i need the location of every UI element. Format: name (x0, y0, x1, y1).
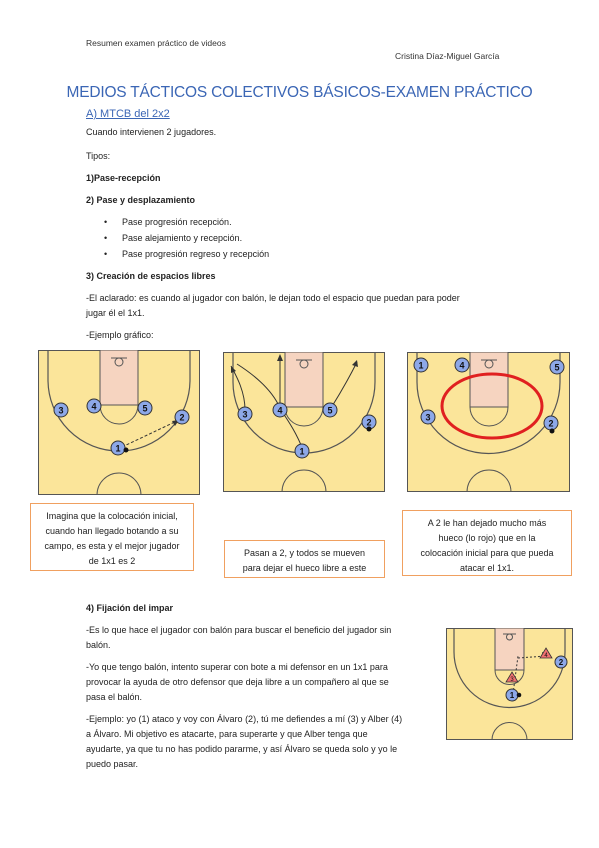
player-label: 3 (510, 677, 514, 683)
player-marker (237, 406, 253, 422)
player-label: 1 (510, 691, 515, 700)
note-box-1: Imagina que la colocación inicial, cuand… (30, 503, 194, 571)
tipos-label: Tipos: (86, 151, 111, 161)
player-marker (53, 402, 69, 418)
note-line: hueco (lo rojo) que en la (438, 533, 536, 543)
item-4: 4) Fijación del impar (86, 603, 174, 613)
note-line: para dejar el hueco libre a este (242, 563, 367, 573)
player-label: 5 (142, 404, 147, 414)
player-label: 2 (548, 419, 553, 429)
free-space-highlight (440, 372, 544, 440)
player-label: 5 (327, 406, 332, 416)
ball-icon (366, 426, 372, 432)
fijacion-text: puedo pasar. (86, 759, 139, 769)
player-marker (322, 402, 338, 418)
player-marker (272, 402, 288, 418)
player-label: 4 (544, 653, 548, 659)
defender-marker (539, 647, 553, 659)
player-label: 2 (366, 418, 371, 428)
item-3: 3) Creación de espacios libres (86, 271, 216, 281)
fijacion-text: pasa el balón. (86, 692, 143, 702)
aclarado-text: jugar él el 1x1. (86, 308, 145, 318)
note-line: colocación inicial para que pueda (420, 548, 554, 558)
player-marker (413, 357, 429, 373)
fijacion-text: a Álvaro. Mi objetivo es atacarte, para … (86, 729, 368, 739)
player-marker (86, 398, 102, 414)
header-left: Resumen examen práctico de videos (86, 38, 226, 48)
ejemplo-grafico-label: -Ejemplo gráfico: (86, 330, 154, 340)
player-label: 4 (459, 361, 464, 371)
bullet-item: Pase progresión regreso y recepción (104, 248, 269, 261)
player-label: 2 (179, 413, 184, 423)
note-line: campo, es esta y el mejor jugador (44, 541, 180, 551)
player-marker (554, 655, 568, 669)
fijacion-text: -Es lo que hace el jugador con balón par… (86, 625, 392, 635)
note-line: A 2 le han dejado mucho más (427, 518, 547, 528)
note-line: Imagina que la colocación inicial, (46, 511, 178, 521)
player-marker (174, 409, 190, 425)
fijacion-text: ayudarte, ya que tu no has podido pararm… (86, 744, 398, 754)
note-line: atacar el 1x1. (459, 563, 515, 573)
page-title: MEDIOS TÁCTICOS COLECTIVOS BÁSICOS-EXAME… (66, 84, 533, 101)
player-marker (549, 359, 565, 375)
player-label: 1 (418, 361, 423, 371)
fijacion-text: provocar la ayuda de otro defensor que d… (86, 677, 389, 687)
player-label: 4 (91, 402, 96, 412)
section-a-heading: A) MTCB del 2x2 (86, 108, 170, 120)
note-line: Pasan a 2, y todos se mueven (243, 548, 366, 558)
fijacion-text: -Ejemplo: yo (1) ataco y voy con Álvaro … (86, 714, 403, 724)
ball-icon (549, 428, 555, 434)
item-1: 1)Pase-recepción (86, 173, 161, 183)
player-marker (454, 357, 470, 373)
note-box-2: Pasan a 2, y todos se mueven para dejar … (224, 540, 385, 578)
player-label: 3 (58, 406, 63, 416)
court-diagram-2: 3 4 5 2 1 (223, 352, 385, 492)
item-2: 2) Pase y desplazamiento (86, 195, 196, 205)
note-line: cuando han llegado botando a su (45, 526, 179, 536)
ball-icon (516, 692, 522, 698)
bullet-item: Pase progresión recepción. (104, 216, 232, 229)
bullet-item: Pase alejamiento y recepción. (104, 232, 242, 245)
defender-marker (505, 671, 519, 683)
player-label: 4 (277, 406, 282, 416)
player-label: 1 (299, 447, 304, 457)
player-label: 1 (115, 444, 120, 454)
court-diagram-1: 3 4 5 2 1 (38, 350, 200, 495)
intro-text: Cuando intervienen 2 jugadores. (86, 127, 217, 137)
header-right: Cristina Díaz-Miguel García (395, 51, 500, 61)
fijacion-text: balón. (86, 640, 111, 650)
player-label: 2 (559, 658, 564, 667)
player-label: 3 (425, 413, 430, 423)
aclarado-text: -El aclarado: es cuando al jugador con b… (86, 293, 460, 303)
ball-icon (123, 447, 129, 453)
player-marker (294, 443, 310, 459)
court-diagram-3: 1 4 5 3 2 (407, 352, 570, 492)
fijacion-text: -Yo que tengo balón, intento superar con… (86, 662, 388, 672)
player-label: 3 (242, 410, 247, 420)
player-label: 5 (554, 363, 559, 373)
court-diagram-4: 4 2 3 1 (446, 628, 573, 740)
player-marker (420, 409, 436, 425)
note-line: de 1x1 es 2 (88, 556, 136, 566)
note-box-3: A 2 le han dejado mucho más hueco (lo ro… (402, 510, 572, 576)
player-marker (137, 400, 153, 416)
